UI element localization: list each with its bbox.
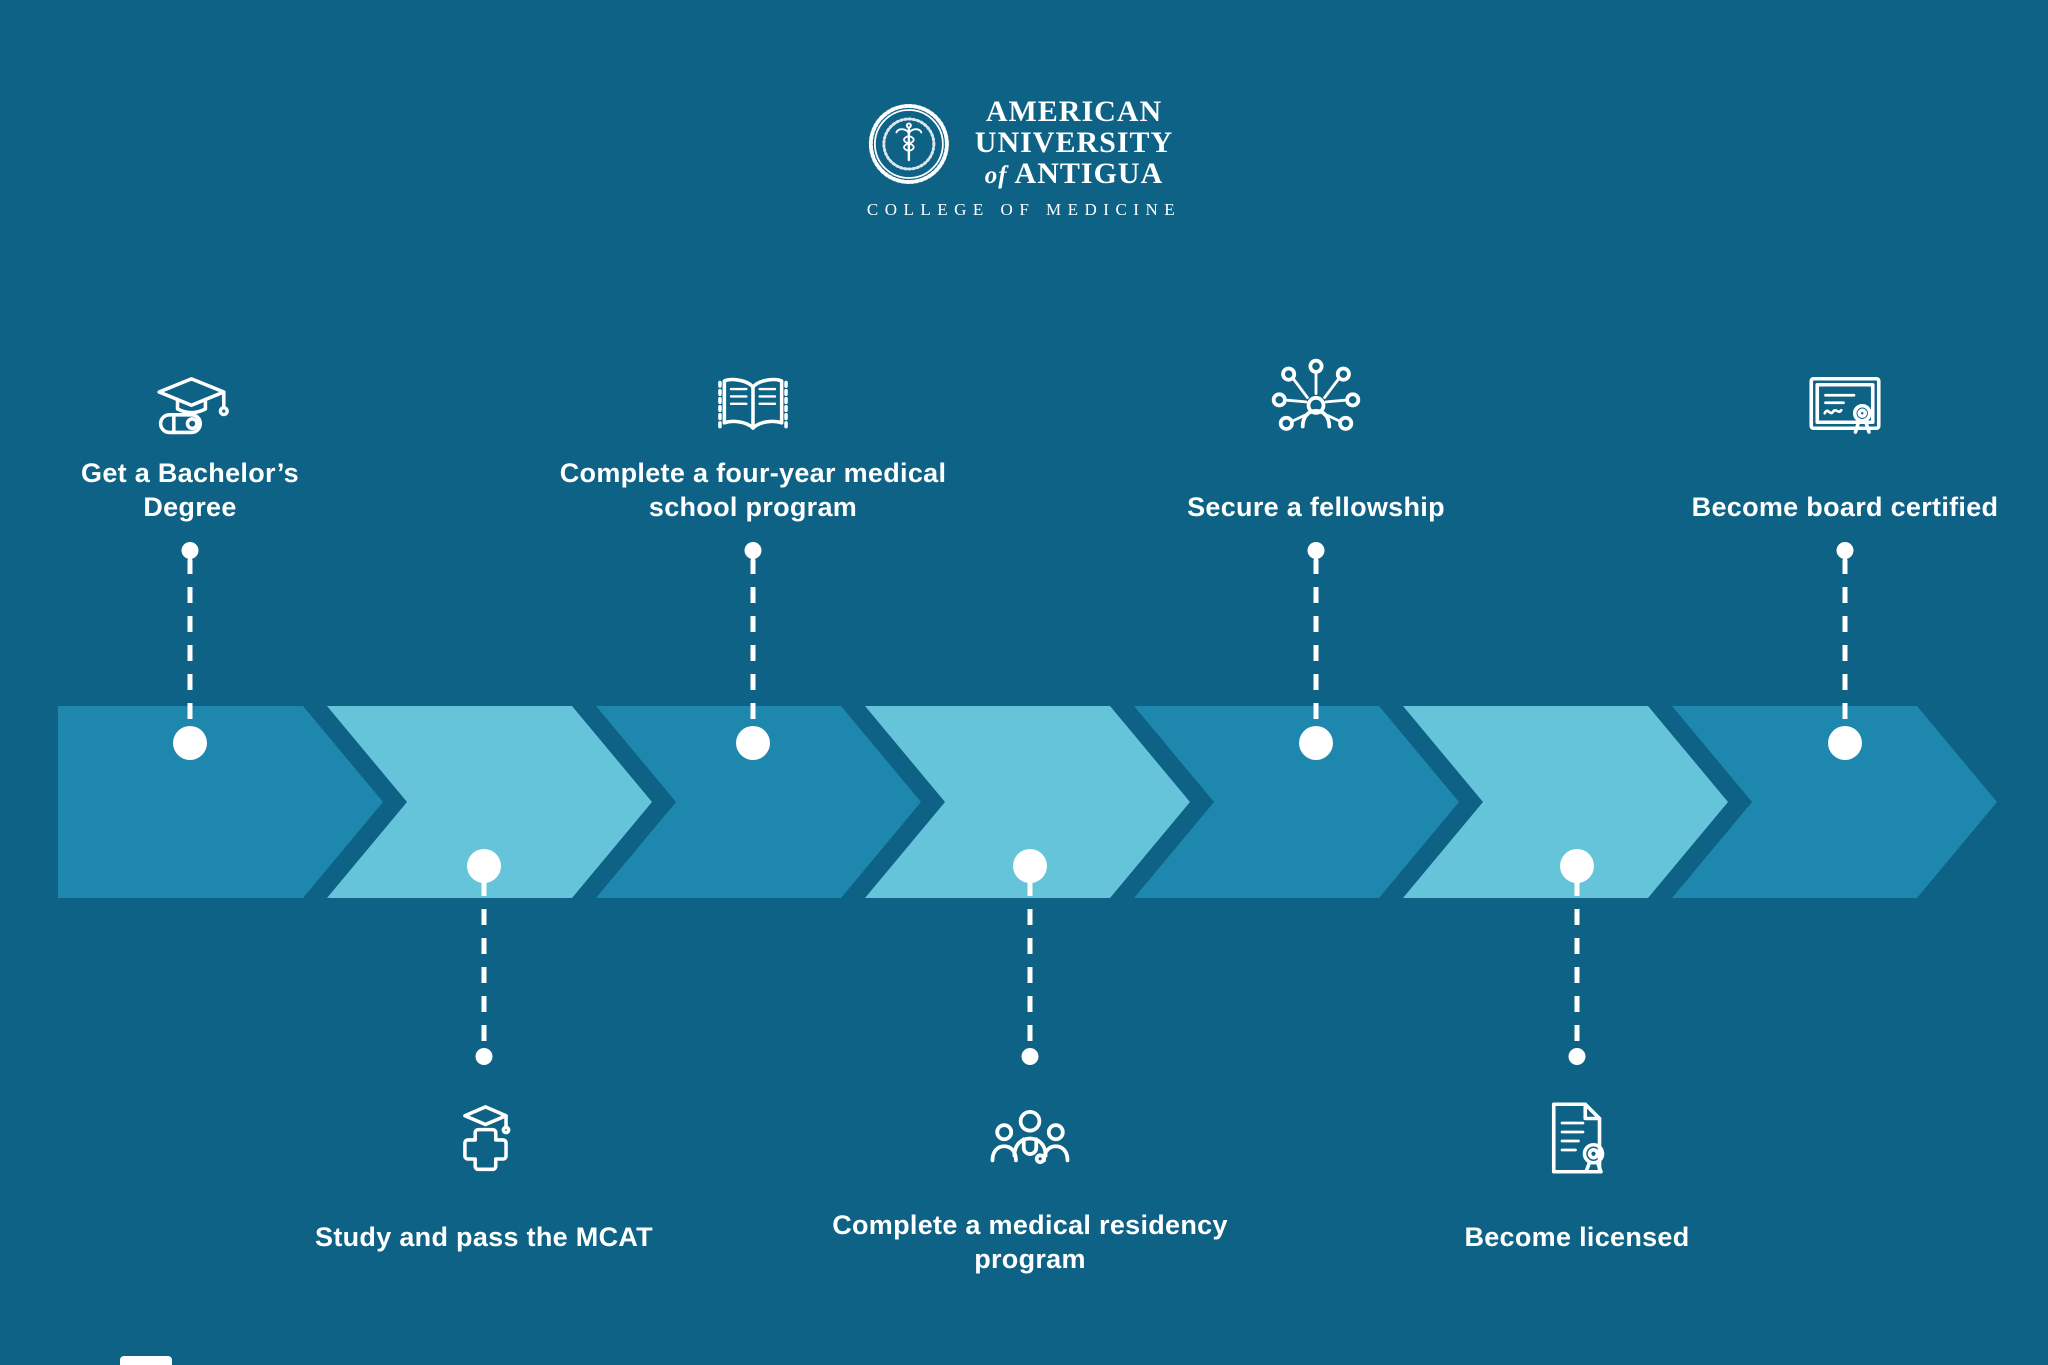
graduation-cap-diploma-icon: [157, 377, 229, 435]
timeline-node-dot: [1828, 726, 1862, 760]
license-document-icon: [1551, 1102, 1605, 1174]
connector-dashed-line: [1313, 558, 1319, 730]
connector-dashed-line: [481, 880, 487, 1048]
timeline-node-dot: [467, 849, 501, 883]
connector-dashed-line: [1574, 880, 1580, 1048]
connector-dot: [1021, 1048, 1039, 1065]
timeline-node-dot: [1560, 849, 1594, 883]
fellowship-network-icon: [1271, 358, 1361, 431]
timeline-node-dot: [1299, 726, 1333, 760]
step-label: Become board certified: [1691, 492, 1999, 522]
logo-line-university: UNIVERSITY: [974, 126, 1174, 159]
connector-dot: [475, 1048, 493, 1065]
logo-line-american: AMERICAN: [985, 95, 1163, 128]
board-certificate-icon: [1809, 376, 1881, 434]
timeline-node-dot: [736, 726, 770, 760]
step-label: Secure a fellowship: [1187, 492, 1445, 522]
connector-dashed-line: [187, 558, 193, 730]
connector-dot: [1307, 542, 1325, 559]
chevron-arrow: [58, 706, 383, 898]
logo-antigua: ANTIGUA: [1014, 157, 1164, 190]
bottom-left-artifact: [120, 1356, 172, 1365]
timeline-node-dot: [173, 726, 207, 760]
logo-line-college: COLLEGE OF MEDICINE: [866, 200, 1182, 219]
timeline-node-dot: [1013, 849, 1047, 883]
medical-team-icon: [990, 1110, 1070, 1165]
connector-dashed-line: [1842, 558, 1848, 730]
connector-dot: [1568, 1048, 1586, 1065]
logo-of: of: [984, 162, 1008, 189]
step-label: Complete a four-year medical school prog…: [559, 458, 947, 522]
step-label: Become licensed: [1464, 1222, 1690, 1252]
step-label: Complete a medical residency program: [832, 1210, 1228, 1274]
connector-dot: [181, 542, 199, 559]
connector-dot: [744, 542, 762, 559]
university-seal-icon: [868, 103, 949, 184]
step-label: Study and pass the MCAT: [315, 1222, 653, 1252]
connector-dot: [1836, 542, 1854, 559]
connector-dashed-line: [1027, 880, 1033, 1048]
medical-cross-grad-cap-icon: [463, 1105, 511, 1172]
connector-dashed-line: [750, 558, 756, 730]
open-book-icon: [718, 377, 788, 430]
step-label: Get a Bachelor’s Degree: [81, 458, 299, 522]
